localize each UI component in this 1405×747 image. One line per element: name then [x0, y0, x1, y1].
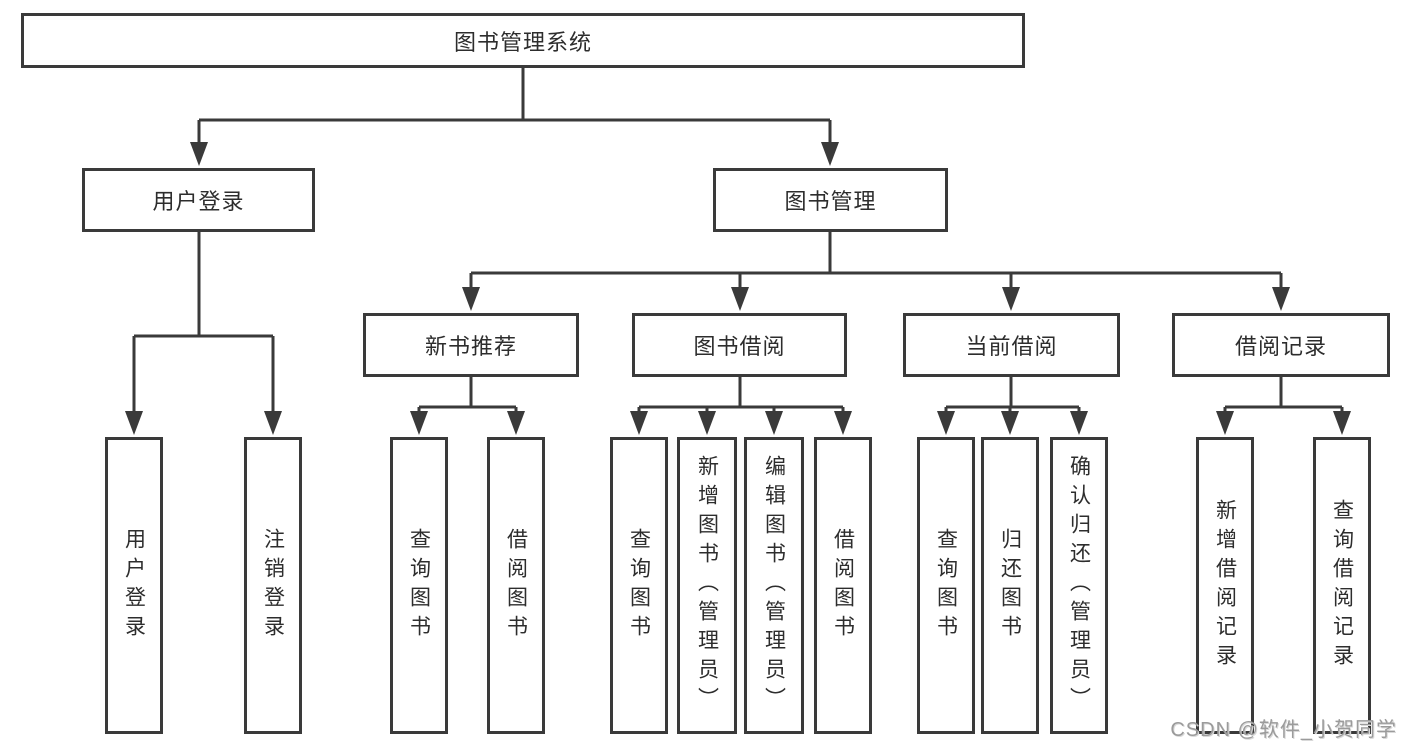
leaf-add-borrow-record: 新增借阅记录	[1196, 437, 1254, 734]
leaf-borrow-books-1: 借阅图书	[487, 437, 545, 734]
arrow-down-icon	[1070, 411, 1088, 435]
node-label: 图书借阅	[693, 334, 786, 359]
connector-login-to-leaves	[132, 232, 275, 415]
leaf-logout: 注销登录	[244, 437, 302, 734]
arrow-down-icon	[937, 411, 955, 435]
arrow-down-icon	[410, 411, 428, 435]
leaf-query-books-1: 查询图书	[390, 437, 448, 734]
connector-root-to-level2	[197, 68, 832, 146]
connector-newbook-to-leaves	[417, 377, 518, 415]
node-label: 用户登录	[152, 189, 245, 214]
arrow-down-icon	[821, 142, 839, 166]
arrow-down-icon	[507, 411, 525, 435]
node-book-borrowing: 图书借阅	[632, 313, 847, 377]
node-borrowing-records: 借阅记录	[1172, 313, 1390, 377]
node-current-borrowing: 当前借阅	[903, 313, 1120, 377]
node-label: 图书管理系统	[453, 29, 592, 55]
arrow-down-icon	[1333, 411, 1351, 435]
leaf-label: 编辑图书（管理员）	[762, 455, 786, 716]
connector-record-to-leaves	[1223, 377, 1344, 415]
leaf-label: 新增借阅记录	[1213, 498, 1237, 673]
leaf-label: 借阅图书	[831, 527, 855, 644]
arrow-down-icon	[1001, 411, 1019, 435]
node-label: 借阅记录	[1234, 334, 1327, 359]
arrow-down-icon	[765, 411, 783, 435]
connector-borrow-to-leaves	[637, 377, 845, 415]
leaf-label: 注销登录	[261, 527, 285, 644]
node-library-management-system: 图书管理系统	[21, 13, 1025, 68]
arrow-down-icon	[264, 411, 282, 435]
leaf-label: 确认归还（管理员）	[1067, 455, 1091, 716]
leaf-return-books: 归还图书	[981, 437, 1039, 734]
watermark: CSDN @软件_小贺同学	[1170, 719, 1397, 741]
leaf-confirm-return-admin: 确认归还（管理员）	[1050, 437, 1108, 734]
arrow-down-icon	[731, 287, 749, 311]
leaf-edit-books-admin: 编辑图书（管理员）	[744, 437, 804, 734]
arrow-down-icon	[190, 142, 208, 166]
arrow-down-icon	[125, 411, 143, 435]
arrowheads	[125, 142, 1351, 435]
leaf-label: 查询图书	[934, 527, 958, 644]
leaf-add-books-admin: 新增图书（管理员）	[677, 437, 737, 734]
leaf-label: 查询借阅记录	[1330, 498, 1354, 673]
node-label: 当前借阅	[965, 334, 1058, 359]
arrow-down-icon	[630, 411, 648, 435]
leaf-label: 归还图书	[998, 527, 1022, 644]
node-book-management: 图书管理	[713, 168, 948, 232]
connector-current-to-leaves	[944, 377, 1081, 415]
leaf-query-books-3: 查询图书	[917, 437, 975, 734]
leaf-label: 借阅图书	[504, 527, 528, 644]
leaf-borrow-books-2: 借阅图书	[814, 437, 872, 734]
leaf-label: 查询图书	[627, 527, 651, 644]
leaf-label: 新增图书（管理员）	[695, 455, 719, 716]
node-label: 新书推荐	[424, 334, 517, 359]
arrow-down-icon	[834, 411, 852, 435]
leaf-query-books-2: 查询图书	[610, 437, 668, 734]
leaf-label: 用户登录	[122, 527, 146, 644]
leaf-label: 查询图书	[407, 527, 431, 644]
arrow-down-icon	[1272, 287, 1290, 311]
leaf-user-login: 用户登录	[105, 437, 163, 734]
connector-mgmt-to-level3	[469, 232, 1283, 291]
arrow-down-icon	[1216, 411, 1234, 435]
branch-lines	[132, 68, 1344, 415]
arrow-down-icon	[698, 411, 716, 435]
node-label: 图书管理	[784, 189, 877, 214]
leaf-query-borrow-record: 查询借阅记录	[1313, 437, 1371, 734]
arrow-down-icon	[462, 287, 480, 311]
node-user-login: 用户登录	[82, 168, 315, 232]
node-new-book-recommend: 新书推荐	[363, 313, 579, 377]
arrow-down-icon	[1002, 287, 1020, 311]
